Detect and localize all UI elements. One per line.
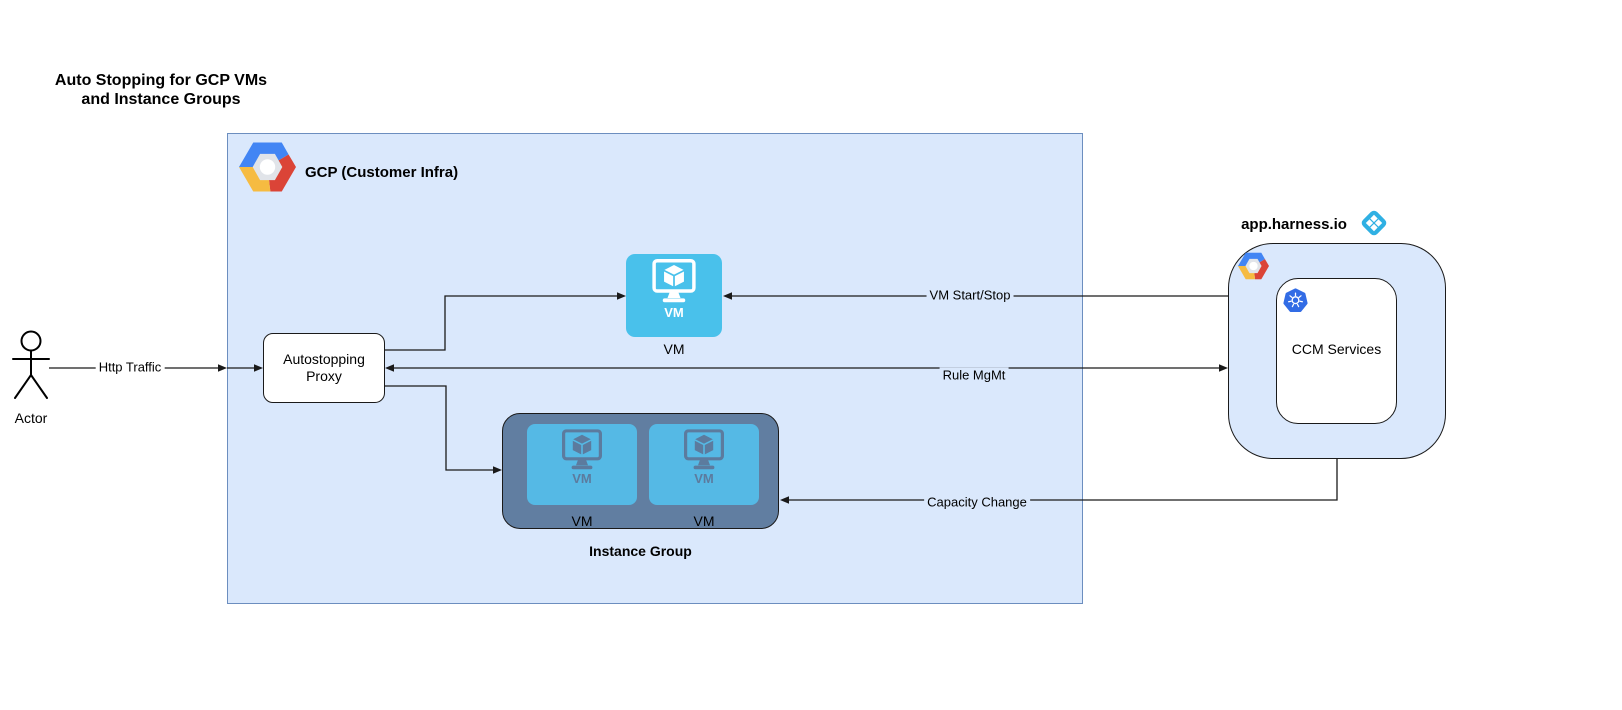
instance-group-vm-node: VM: [649, 424, 759, 505]
gcp-logo-icon: [239, 142, 296, 192]
harness-logo-icon: [1358, 207, 1390, 239]
vm-monitor-icon: [558, 429, 606, 471]
instance-group-label: Instance Group: [589, 543, 692, 559]
page-title: Auto Stopping for GCP VMs and Instance G…: [30, 71, 292, 109]
gcp-mini-logo-icon: [1238, 252, 1269, 280]
autostopping-proxy-node: Autostopping Proxy: [263, 333, 385, 403]
vm-label: VM: [663, 341, 685, 357]
kubernetes-icon: [1283, 288, 1308, 313]
instance-group-vm-label: VM: [693, 513, 715, 529]
ccm-services-label: CCM Services: [1291, 341, 1382, 357]
proxy-label-line2: Proxy: [306, 368, 342, 384]
page-title-line2: and Instance Groups: [81, 91, 241, 108]
instance-group-vm-badge: VM: [572, 471, 592, 486]
gcp-infra-label: GCP (Customer Infra): [305, 164, 459, 181]
page-title-line1: Auto Stopping for GCP VMs: [54, 72, 268, 89]
vm-badge: VM: [664, 305, 684, 320]
vm-monitor-icon: [680, 429, 728, 471]
edge-label-rule-mgmt: Rule MgMt: [939, 367, 1009, 383]
actor-label: Actor: [14, 410, 48, 426]
actor-icon: [12, 330, 50, 399]
harness-domain-label: app.harness.io: [1241, 216, 1347, 233]
proxy-label-line1: Autostopping: [283, 351, 365, 367]
edge-label-capacity-change: Capacity Change: [924, 494, 1030, 510]
vm-node: VM: [626, 254, 722, 337]
vm-monitor-icon: [648, 259, 700, 304]
instance-group-vm-label: VM: [571, 513, 593, 529]
edge-label-vm-start-stop: VM Start/Stop: [926, 287, 1014, 303]
instance-group-vm-node: VM: [527, 424, 637, 505]
instance-group-vm-badge: VM: [694, 471, 714, 486]
edge-label-http-traffic: Http Traffic: [95, 359, 165, 375]
